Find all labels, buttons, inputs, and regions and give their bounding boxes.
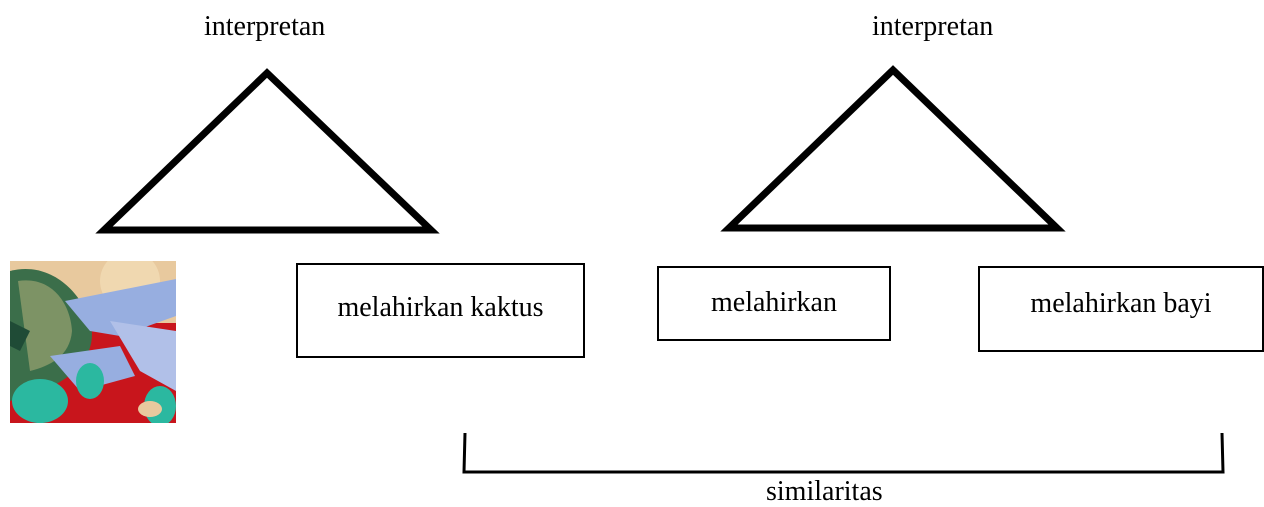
melahirkan-label: melahirkan [711,287,837,318]
left-triangle [95,68,440,234]
melahirkan-kaktus-box: melahirkan kaktus [296,263,585,358]
right-triangle [720,65,1066,232]
melahirkan-box: melahirkan [657,266,891,341]
right-interpretan-label: interpretan [872,11,994,42]
melahirkan-kaktus-label: melahirkan kaktus [337,292,544,323]
similaritas-label: similaritas [766,476,883,507]
melahirkan-bayi-label: melahirkan bayi [1030,288,1212,319]
melahirkan-bayi-box: melahirkan bayi [978,266,1264,352]
left-interpretan-label: interpretan [204,11,326,42]
similarity-bracket [462,432,1225,474]
painting-thumbnail [10,261,176,423]
